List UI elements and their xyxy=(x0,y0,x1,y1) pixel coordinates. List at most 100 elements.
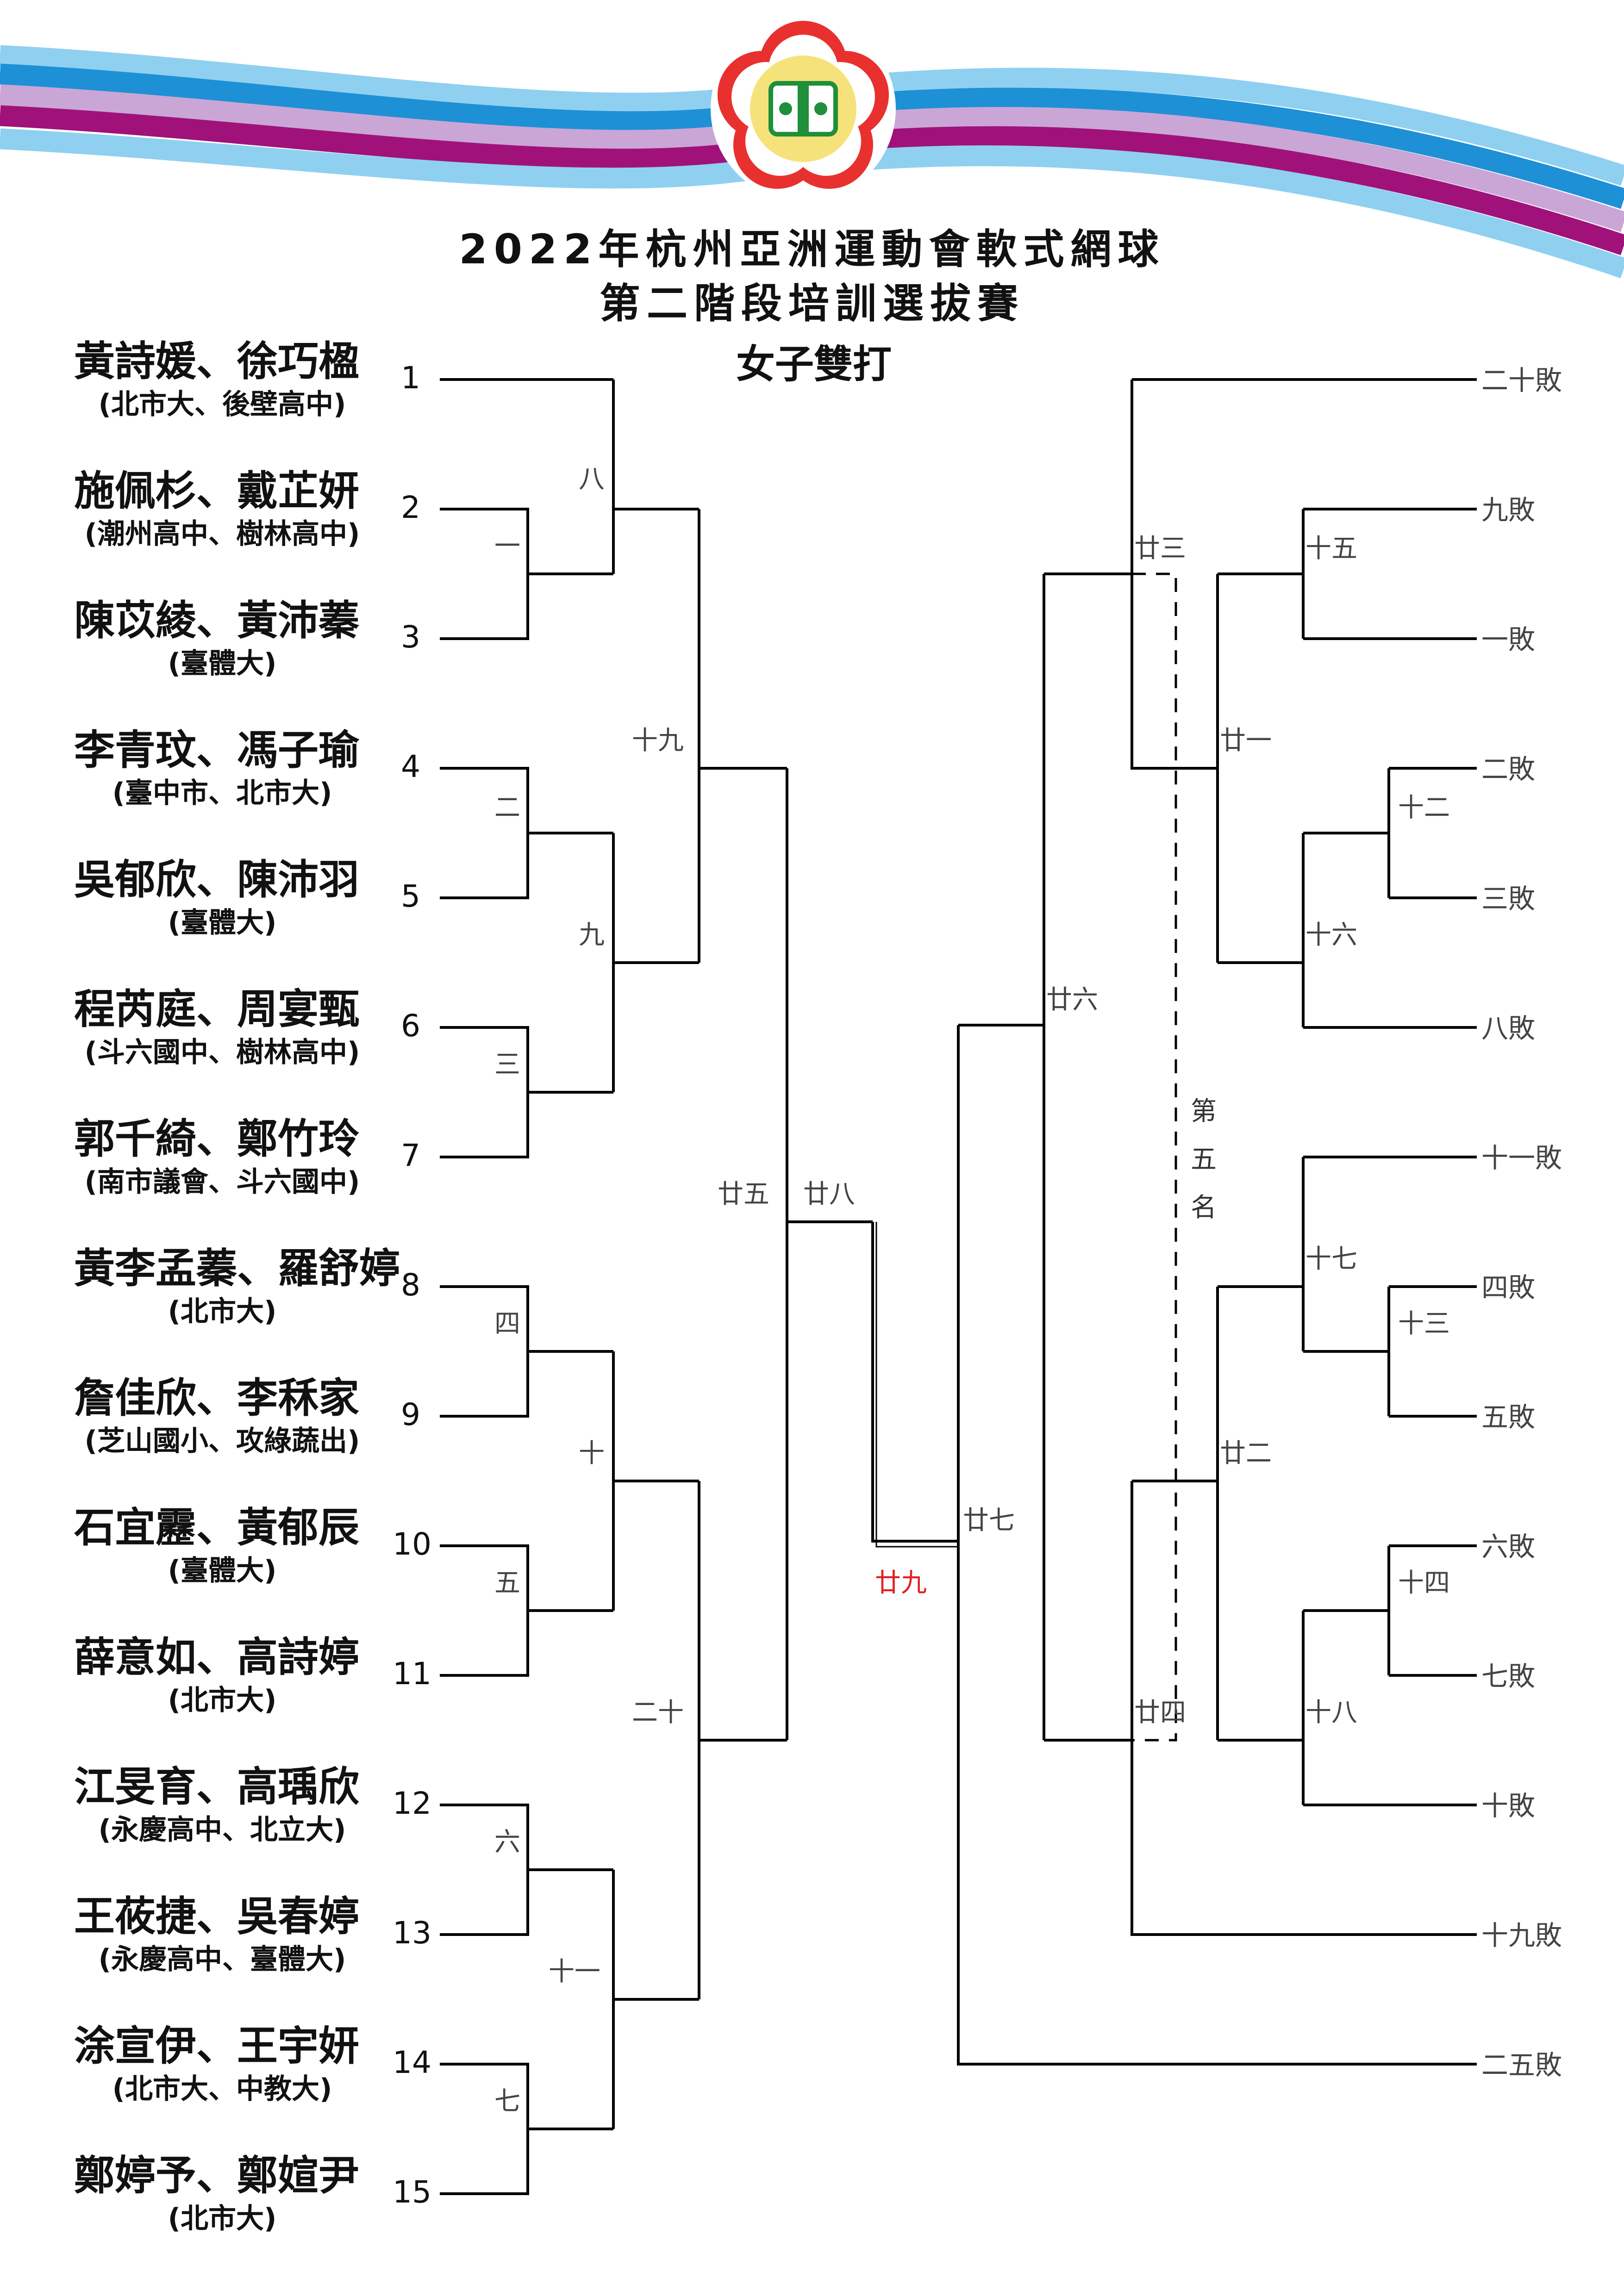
match-label-m26: 廿六 xyxy=(1046,985,1098,1015)
loser-label-l11: 十一敗 xyxy=(1481,1142,1562,1174)
loser-label-l20: 二十敗 xyxy=(1481,365,1562,396)
seed-number: 1 xyxy=(401,360,420,396)
loser-label-l10: 十敗 xyxy=(1481,1790,1536,1822)
team-school: (永慶高中、臺體大) xyxy=(98,1943,346,1976)
match-label-m3: 三 xyxy=(494,1050,520,1080)
match-label-m14: 十四 xyxy=(1398,1568,1450,1598)
team-name: 黃詩媛、徐巧楹 xyxy=(74,337,360,385)
seed-number: 8 xyxy=(401,1267,420,1303)
team-school: (斗六國中、樹林高中) xyxy=(84,1036,360,1069)
team-school: (北市大、後壁高中) xyxy=(98,388,346,421)
loser-label-l25: 二五敗 xyxy=(1481,2049,1562,2081)
seed-number: 10 xyxy=(393,1526,431,1562)
ribbon-banner xyxy=(0,16,1624,279)
seed-number: 4 xyxy=(401,749,420,784)
fifth-place-char: 名 xyxy=(1191,1193,1217,1223)
seed-number: 2 xyxy=(401,490,420,525)
match-label-m22: 廿二 xyxy=(1220,1438,1272,1468)
match-label-m24: 廿四 xyxy=(1134,1698,1186,1728)
team-school: (潮州高中、樹林高中) xyxy=(84,518,360,550)
match-23-bracket xyxy=(1131,380,1218,770)
team-school: (北市大) xyxy=(168,1684,277,1717)
match-label-m27: 廿七 xyxy=(963,1506,1015,1536)
match-28-path xyxy=(871,1222,958,1543)
title-line-3: 女子雙打 xyxy=(736,342,892,387)
team-name: 詹佳欣、李秝家 xyxy=(74,1374,360,1422)
team-school: (北市大) xyxy=(168,1295,277,1328)
seed-number: 11 xyxy=(393,1656,431,1692)
team-name: 鄭婷予、鄭媗尹 xyxy=(74,2152,360,2199)
seed-number: 3 xyxy=(401,619,420,655)
loser-label-l6: 六敗 xyxy=(1481,1531,1536,1562)
loser-label-l5: 五敗 xyxy=(1481,1401,1536,1433)
seed-number: 15 xyxy=(393,2174,431,2210)
team-school: (臺體大) xyxy=(168,907,277,939)
loser-label-l19: 十九敗 xyxy=(1481,1920,1562,1951)
loser-label-l7: 七敗 xyxy=(1481,1661,1536,1692)
match-label-m4: 四 xyxy=(494,1309,520,1339)
fifth-place-char: 第 xyxy=(1191,1096,1217,1126)
team-school: (北市大) xyxy=(168,2203,277,2235)
team-name: 吳郁欣、陳沛羽 xyxy=(74,856,360,903)
match-label-m21: 廿一 xyxy=(1220,726,1272,756)
title-line-2: 第二階段培訓選拔賽 xyxy=(599,280,1024,327)
match-label-m11: 十一 xyxy=(549,1957,600,1987)
team-name: 施佩杉、戴芷妍 xyxy=(74,467,360,515)
match-label-m2: 二 xyxy=(494,793,520,823)
team-name: 陳苡綾、黃沛蓁 xyxy=(74,597,360,644)
match-label-m13: 十三 xyxy=(1398,1309,1450,1339)
match-label-m7: 七 xyxy=(494,2086,520,2116)
team-school: (臺體大) xyxy=(168,1555,277,1587)
match-28-path-inner xyxy=(875,1222,958,1548)
match-label-m1: 一 xyxy=(494,531,520,561)
match-label-m5: 五 xyxy=(494,1568,520,1598)
match-label-m29: 廿九 xyxy=(875,1568,927,1598)
match-label-m15: 十五 xyxy=(1305,534,1357,564)
seed-number: 14 xyxy=(393,2045,431,2080)
fifth-place-dashed-box xyxy=(1132,572,1177,1742)
fifth-place-label: 第五名 xyxy=(1187,1088,1220,1232)
match-label-m25: 廿五 xyxy=(718,1179,769,1209)
team-school: (臺中市、北市大) xyxy=(112,777,332,809)
loser-label-l1: 一敗 xyxy=(1481,624,1536,655)
team-name: 李青玟、馮子瑜 xyxy=(74,726,360,774)
match-label-m18: 十八 xyxy=(1305,1698,1357,1728)
team-school: (南市議會、斗六國中) xyxy=(84,1166,360,1198)
match-label-m17: 十七 xyxy=(1305,1244,1357,1274)
match-label-m28: 廿八 xyxy=(803,1179,855,1209)
match-label-m20: 二十 xyxy=(632,1698,684,1728)
team-name: 薛意如、高詩婷 xyxy=(74,1633,360,1681)
loser-label-l8: 八敗 xyxy=(1481,1013,1536,1044)
match-24-bracket xyxy=(1131,1481,1477,1936)
team-name: 程芮庭、周宴甄 xyxy=(74,985,360,1033)
match-label-m16: 十六 xyxy=(1305,920,1357,950)
team-school: (永慶高中、北立大) xyxy=(98,1814,346,1846)
seed-number: 6 xyxy=(401,1008,420,1044)
team-school: (臺體大) xyxy=(168,647,277,680)
match-label-m12: 十二 xyxy=(1398,793,1450,823)
match-label-m9: 九 xyxy=(579,920,605,950)
match-label-m23: 廿三 xyxy=(1134,534,1186,564)
team-name: 涂宣伊、王宇妍 xyxy=(74,2022,360,2070)
match-label-m6: 六 xyxy=(494,1827,520,1857)
seed-number: 12 xyxy=(393,1786,431,1821)
loser-label-l4: 四敗 xyxy=(1481,1272,1536,1303)
plum-blossom-emblem-icon xyxy=(711,16,896,201)
match-label-m8: 八 xyxy=(579,464,605,494)
seed-number: 13 xyxy=(393,1915,431,1951)
team-name: 石宜靂、黃郁辰 xyxy=(74,1504,360,1551)
loser-label-l9: 九敗 xyxy=(1481,494,1536,526)
team-name: 郭千綺、鄭竹玲 xyxy=(74,1115,360,1163)
team-school: (北市大、中教大) xyxy=(112,2073,332,2105)
seed-number: 7 xyxy=(401,1138,420,1173)
seed-number: 9 xyxy=(401,1397,420,1432)
loser-label-l2: 二敗 xyxy=(1481,753,1536,785)
match-label-m19: 十九 xyxy=(632,726,684,756)
fifth-place-char: 五 xyxy=(1191,1145,1217,1175)
team-name: 江旻育、高瑀欣 xyxy=(74,1763,360,1811)
team-school: (芝山國小、攻綠蔬出) xyxy=(84,1425,360,1457)
team-name: 王莜捷、吳春婷 xyxy=(74,1892,360,1940)
seed-number: 5 xyxy=(401,878,420,914)
team-name: 黃李孟蓁、羅舒婷 xyxy=(74,1244,400,1292)
